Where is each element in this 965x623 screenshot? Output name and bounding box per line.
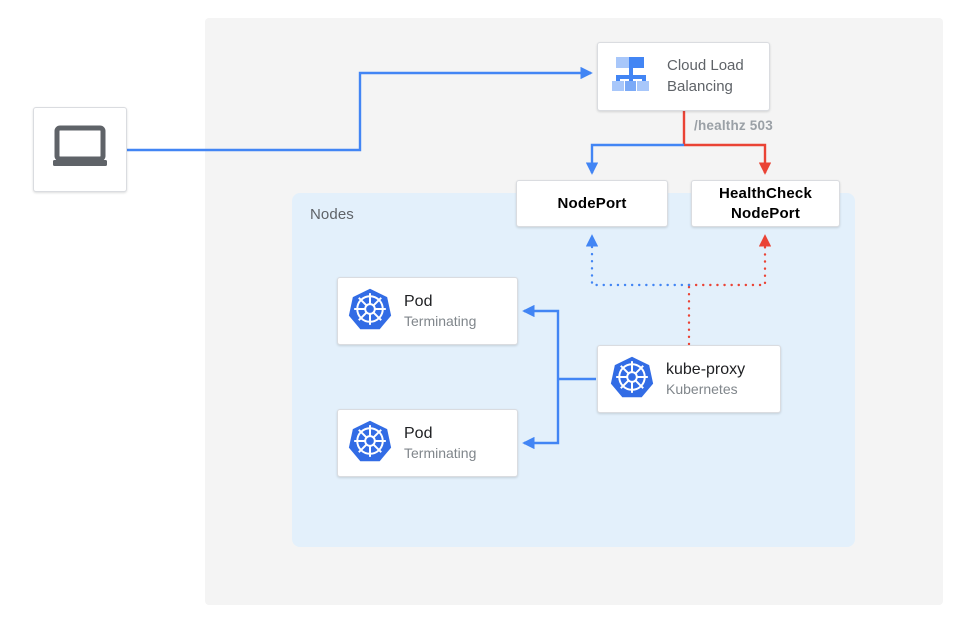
nodeport-label: NodePort: [557, 194, 627, 212]
pod-node-1[interactable]: Pod Terminating: [337, 277, 518, 345]
healthcheck-nodeport-node[interactable]: HealthCheck NodePort: [691, 180, 840, 227]
healthcheck-nodeport-label: HealthCheck NodePort: [719, 184, 812, 223]
pod-2-label: Pod Terminating: [404, 423, 476, 463]
kube-proxy-node[interactable]: kube-proxy Kubernetes: [597, 345, 781, 413]
healthcheck-nodeport-label-line1: HealthCheck: [718, 185, 813, 202]
nodeport-node[interactable]: NodePort: [516, 180, 668, 227]
pod-2-title: Pod: [404, 424, 433, 442]
kubernetes-icon: [610, 355, 654, 404]
kubernetes-icon: [348, 287, 392, 336]
cloud-load-balancing-title-line1: Cloud Load: [667, 57, 744, 75]
cloud-load-balancing-icon: [609, 53, 655, 100]
kube-proxy-title: kube-proxy: [666, 360, 746, 378]
pod-2-status: Terminating: [404, 445, 477, 462]
pod-1-title: Pod: [404, 292, 433, 310]
laptop-icon: [52, 125, 108, 174]
pod-1-label: Pod Terminating: [404, 291, 476, 331]
healthcheck-nodeport-label-line2: NodePort: [730, 204, 801, 222]
pod-1-status: Terminating: [404, 313, 477, 330]
client-node[interactable]: [33, 107, 127, 192]
cloud-load-balancing-title-line2: Balancing: [667, 77, 733, 95]
pod-node-2[interactable]: Pod Terminating: [337, 409, 518, 477]
cloud-load-balancing-label: Cloud Load Balancing: [667, 56, 744, 97]
cloud-load-balancing-node[interactable]: Cloud Load Balancing: [597, 42, 770, 111]
kube-proxy-label: kube-proxy Kubernetes: [666, 359, 745, 399]
kubernetes-icon: [348, 419, 392, 468]
kube-proxy-subtitle: Kubernetes: [666, 381, 738, 398]
healthz-annotation: /healthz 503: [694, 118, 773, 133]
nodes-panel-label: Nodes: [310, 206, 354, 223]
